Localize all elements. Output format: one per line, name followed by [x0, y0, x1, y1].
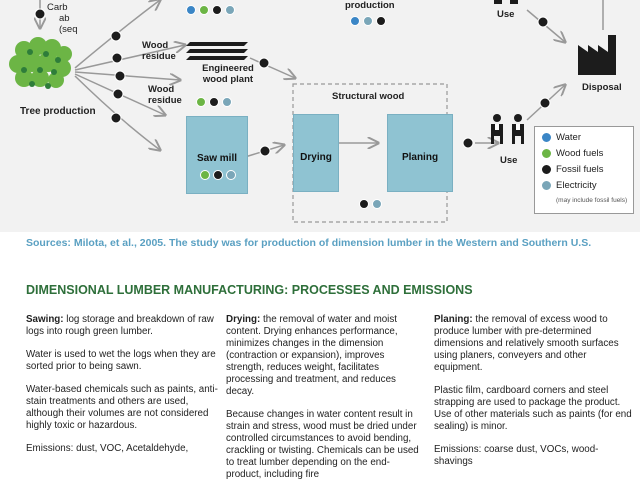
electricity-dot [372, 199, 382, 209]
people-icon-top [494, 0, 518, 4]
sources-text: Sources: Milota, et al., 2005. The study… [26, 237, 592, 249]
wood-residue-label-1: Wood residue [142, 40, 176, 62]
electricity-dot [226, 170, 236, 180]
legend-item-electricity: Electricity [541, 180, 597, 192]
production-label: production [345, 0, 395, 11]
legend-note: (may include fossil fuels) [556, 197, 628, 204]
fossil-fuel-dot [376, 16, 386, 26]
legend-item-fossil-fuels: Fossil fuels [541, 164, 604, 176]
column-planing: Planing: the removal of excess wood to p… [434, 314, 632, 467]
wood-fuel-dot [199, 5, 209, 15]
fossil-fuel-dot [213, 170, 223, 180]
factory-icon [578, 35, 616, 75]
drying-box: Drying [293, 114, 339, 192]
electricity-dot [222, 97, 232, 107]
use-label-bottom: Use [500, 155, 518, 166]
disposal-label: Disposal [582, 82, 622, 93]
water-swatch [541, 132, 552, 143]
electricity-swatch [541, 180, 552, 191]
fossil-fuel-dot [212, 5, 222, 15]
structural-wood-label: Structural wood [332, 91, 405, 102]
use-label-top: Use [497, 9, 515, 20]
engineered-wood-plant-label: Engineered wood plant [202, 63, 254, 85]
legend-item-wood-fuels: Wood fuels [541, 148, 603, 160]
legend-item-water: Water [541, 132, 581, 144]
wood-residue-label-2: Wood residue [148, 84, 182, 106]
planing-label: Planing [401, 152, 439, 163]
saw-mill-label: Saw mill [196, 153, 237, 164]
wood-fuel-dot [200, 170, 210, 180]
wood-fuel-dot [196, 97, 206, 107]
carbon-label-fragment: Carb ab (seq [47, 2, 78, 35]
water-dot [350, 16, 360, 26]
tree-production-label: Tree production [20, 106, 96, 117]
drying-label: Drying [300, 152, 332, 163]
planing-box: Planing [387, 114, 453, 192]
saw-mill-box: Saw mill [186, 116, 248, 194]
electricity-dot [225, 5, 235, 15]
wood-fuel-swatch [541, 148, 552, 159]
electricity-dot [363, 16, 373, 26]
column-sawing: Sawing: log storage and breakdown of raw… [26, 314, 218, 454]
fossil-fuel-swatch [541, 164, 552, 175]
section-heading: DIMENSIONAL LUMBER MANUFACTURING: PROCES… [26, 283, 473, 297]
legend: Water Wood fuels Fossil fuels Electricit… [534, 126, 634, 214]
tree-icon [9, 37, 72, 89]
flow-diagram [9, 0, 616, 223]
column-drying: Drying: the removal of water and moist c… [226, 314, 419, 480]
fossil-fuel-dot [209, 97, 219, 107]
fossil-fuel-dot [359, 199, 369, 209]
people-icon-bottom [491, 114, 524, 144]
water-dot [186, 5, 196, 15]
wood-panels-icon [186, 42, 248, 60]
